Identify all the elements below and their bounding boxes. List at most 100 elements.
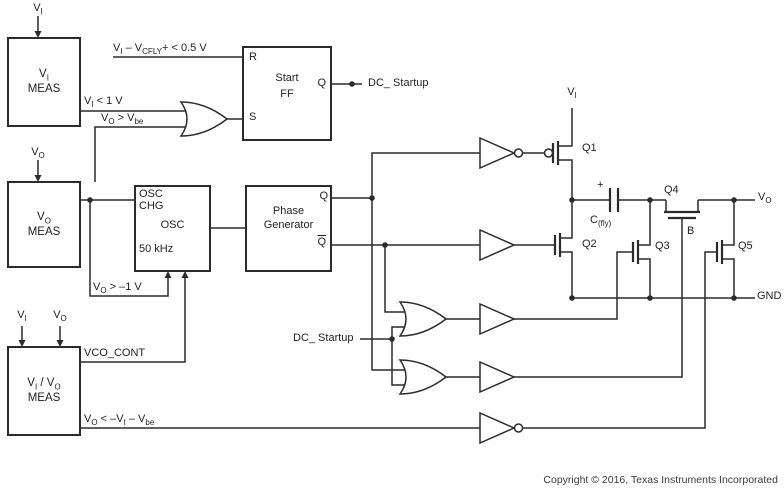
arrow-into-osc-1 <box>164 271 172 278</box>
junction <box>647 295 653 301</box>
sig-ff-reset: VI – VCFLY+ < 0.5 V <box>113 42 207 57</box>
vo-meas-block <box>7 181 81 268</box>
vi-top-label: VI <box>33 2 43 17</box>
q4-label: Q4 <box>664 184 679 196</box>
wire-vo-gt-vbe <box>94 126 196 182</box>
pg-title2: Generator <box>263 219 314 231</box>
ff-title2: FF <box>280 88 294 100</box>
inverter-1 <box>479 136 516 170</box>
buffer-2 <box>479 228 516 262</box>
wire-q1-source <box>558 108 573 147</box>
wire-buf3-to-q3 <box>514 251 633 320</box>
q3-label: Q3 <box>655 240 670 252</box>
wire-q2-drain <box>560 200 573 239</box>
or-gate-start <box>179 101 229 137</box>
wire-vo-gt-neg1 <box>89 200 169 297</box>
wire-pg-q <box>331 152 480 199</box>
phase-generator-block <box>245 185 332 272</box>
buffer-4 <box>479 360 516 394</box>
vo-meas-line2: MEAS <box>27 225 61 238</box>
inverter-5-bubble-icon <box>513 423 524 433</box>
node-b-label: B <box>687 225 695 237</box>
q5-label: Q5 <box>738 240 753 252</box>
or-gate-b <box>398 301 448 337</box>
sig-vi-lt-1v: VI < 1 V <box>84 95 123 110</box>
pg-title1: Phase <box>272 205 305 217</box>
q1-label: Q1 <box>582 142 597 154</box>
vivo-meas-text: VI / VO MEAS <box>8 347 80 435</box>
arrow-into-vivo-meas-left <box>18 340 26 347</box>
wire-dc-startup-branch <box>391 326 408 386</box>
inverter-1-bubble-icon <box>513 148 524 158</box>
inverter-5 <box>479 411 516 445</box>
osc-title: OSC <box>160 219 185 231</box>
wire-q2-source <box>560 251 573 298</box>
sig-dc-startup-bottom: DC_ Startup <box>293 332 354 344</box>
blocks <box>7 37 332 436</box>
junction <box>647 197 653 203</box>
pg-q-pin: Q <box>319 190 328 202</box>
junction-dots <box>87 81 737 342</box>
osc-corner2: CHG <box>139 200 164 212</box>
vi-meas-line2: MEAS <box>27 83 61 95</box>
vi-meas-block <box>7 37 81 127</box>
wire-q5-drain <box>722 200 735 246</box>
wire-pg-q-branch <box>371 198 408 371</box>
ff-r-pin: R <box>249 51 257 63</box>
wire-q3-source <box>638 258 651 298</box>
vo-out-label: VO <box>758 191 772 206</box>
wires <box>21 16 755 429</box>
vivo-meas-block <box>7 346 81 436</box>
junction <box>389 336 395 342</box>
wire-q5-source <box>722 258 735 298</box>
pg-qbar-pin: Q <box>308 236 326 249</box>
q1-gate-bubble-icon <box>543 148 554 158</box>
osc-corner1: OSC <box>139 188 163 200</box>
wire-q1-drain <box>558 159 573 200</box>
junction <box>369 195 375 201</box>
start-ff-block <box>242 46 332 141</box>
junction <box>731 295 737 301</box>
vi-meas-line1: VI <box>39 68 49 83</box>
sig-vo-gt-neg1: VO > –1 V <box>93 281 142 296</box>
vivo-meas-line2: MEAS <box>27 392 61 404</box>
sig-vo-lt-thresh: VO < –VI – Vbe <box>84 413 155 428</box>
or-gate-c <box>398 359 448 395</box>
sig-vco-cont: VCO_CONT <box>84 347 146 359</box>
vo-meas-text: VO MEAS <box>8 182 80 267</box>
vi-bot-label: VI <box>17 309 27 324</box>
q2-label: Q2 <box>582 238 597 250</box>
arrow-into-vo-meas <box>34 175 42 182</box>
cfly-plus-label: + <box>597 179 604 191</box>
vivo-meas-line1: VI / VO <box>27 377 61 392</box>
junction <box>349 81 355 87</box>
junction <box>569 197 575 203</box>
arrowheads <box>18 31 189 347</box>
wire-buf4-to-q4 <box>514 218 683 378</box>
copyright-text: Copyright © 2016, Texas Instruments Inco… <box>543 474 778 486</box>
cfly-label: C(fly) <box>590 214 612 229</box>
arrow-into-vi-meas <box>34 31 42 38</box>
wire-inv5-to-q5 <box>522 251 717 429</box>
junction <box>731 197 737 203</box>
ff-q-pin: Q <box>317 77 326 89</box>
osc-block <box>134 185 211 272</box>
junction <box>569 295 575 301</box>
ps-vi-label: VI <box>567 86 577 101</box>
vi-meas-text: VI MEAS <box>8 38 80 126</box>
wire-q3-drain <box>638 200 651 246</box>
buffer-3 <box>479 302 516 336</box>
sig-vo-gt-vbe: VO > Vbe <box>101 112 144 127</box>
pg-qbar-text: Q <box>317 236 326 248</box>
sig-dc-startup-top: DC_ Startup <box>368 77 429 89</box>
vo-meas-line1: VO <box>37 210 51 225</box>
wire-pg-qbar-branch <box>384 245 408 313</box>
arrow-into-vivo-meas-right <box>56 340 64 347</box>
gates <box>179 101 524 445</box>
arrow-into-osc-2 <box>181 271 189 278</box>
ff-s-pin: S <box>249 111 257 123</box>
vo-mid-label: VO <box>31 146 45 161</box>
gnd-label: GND <box>757 290 782 302</box>
